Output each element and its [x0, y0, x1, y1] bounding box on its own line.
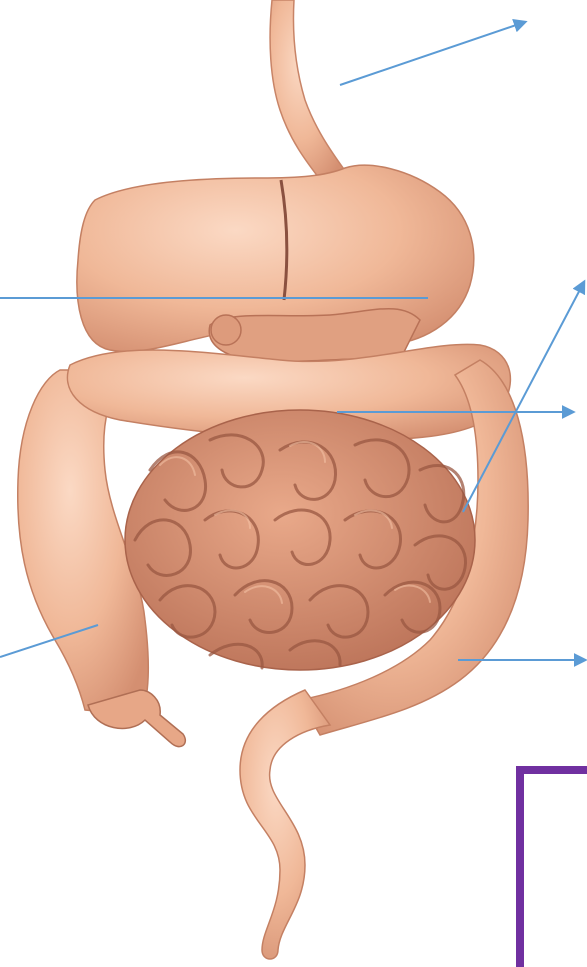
- esophagus: [270, 0, 346, 182]
- duodenal-bulb: [211, 315, 241, 345]
- pointer-esophagus: [340, 22, 525, 85]
- answer-box-corner: [520, 770, 587, 967]
- small-intestine: [125, 410, 475, 670]
